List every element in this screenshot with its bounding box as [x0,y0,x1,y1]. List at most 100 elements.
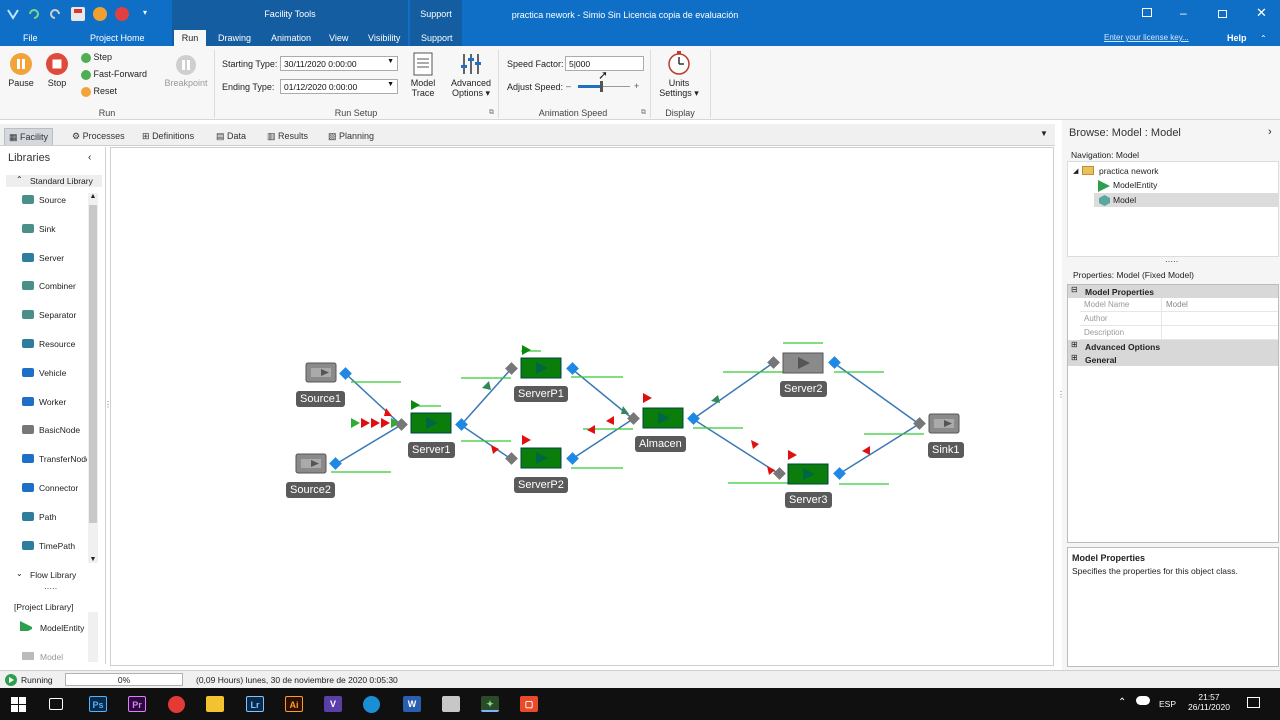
tab-project-home[interactable]: Project Home [90,33,145,43]
undo-icon[interactable] [27,7,41,21]
splitter-grip[interactable]: ····· [44,584,58,593]
library-item-transfernode[interactable]: TransferNode [8,452,87,466]
starting-type-field[interactable]: 30/11/2020 0:00:00 ▼ [280,56,398,71]
stop-button[interactable]: Stop [43,52,71,88]
illustrator-icon[interactable]: Ai [285,696,303,712]
pause-quick-icon[interactable] [93,7,107,21]
redo-icon[interactable] [48,7,62,21]
maximize-icon[interactable] [1218,10,1227,18]
library-item-worker[interactable]: Worker [8,395,86,409]
path-source2-server1[interactable] [335,424,402,465]
fast-forward-button[interactable]: Fast-Forward [81,69,147,80]
task-view-icon[interactable] [49,698,63,710]
path-server1-serverp2[interactable] [460,424,512,460]
library-item-basicnode[interactable]: BasicNode [8,423,86,437]
breakpoint-button[interactable]: Breakpoint [162,54,210,88]
panel-splitter-grip[interactable]: ⋮ [104,400,112,409]
server3-object[interactable] [787,463,829,485]
lightroom-icon[interactable]: Lr [246,696,264,712]
tab-file[interactable]: File [23,33,38,43]
server1-object[interactable] [410,412,452,434]
scroll-down-icon[interactable]: ▼ [89,556,97,563]
panel-splitter-grip[interactable]: ⋮ [1057,390,1065,399]
tab-animation[interactable]: Animation [271,33,312,43]
transfer-node[interactable] [339,367,352,380]
simio-taskbar-icon[interactable]: ✦ [481,696,499,712]
tree-item-project[interactable]: practica nework [1099,166,1159,176]
clock[interactable]: 21:57 26/11/2020 [1186,692,1232,712]
facility-canvas[interactable]: Source1 Source2 Server1 ServerP1 ServerP… [110,147,1054,666]
basic-node[interactable] [627,412,640,425]
help-link[interactable]: Help [1227,33,1247,43]
path-server2-sink1[interactable] [833,362,920,425]
basic-node[interactable] [395,418,408,431]
step-button[interactable]: Step [81,52,112,63]
serverp1-object[interactable] [520,357,562,379]
library-item-combiner[interactable]: Combiner [8,279,86,293]
transfer-node[interactable] [329,457,342,470]
close-icon[interactable]: ✕ [1256,5,1267,20]
advanced-options-button[interactable]: Advanced Options ▾ [448,52,494,98]
project-item-model[interactable]: Model [10,650,88,662]
windows-start-icon[interactable] [11,697,26,712]
stop-quick-icon[interactable] [115,7,129,21]
library-item-resource[interactable]: Resource [8,337,86,351]
tab-support[interactable]: Support [421,33,453,43]
library-item-vehicle[interactable]: Vehicle [8,366,86,380]
sink1-object[interactable] [928,413,960,434]
library-item-sink[interactable]: Sink [8,222,86,236]
view-tabs-dropdown-icon[interactable]: ▼ [1040,129,1048,138]
tray-chevron-icon[interactable]: ⌃ [1118,697,1127,708]
tab-data[interactable]: ▤ Data [212,128,250,145]
property-row[interactable]: Author [1080,312,1278,326]
speed-plus-button[interactable]: + [634,81,640,91]
app-icon[interactable] [442,696,460,712]
path-server3-sink1[interactable] [838,423,920,475]
flow-library-header[interactable]: ⌄ Flow Library [6,569,102,581]
tab-planning[interactable]: ▧ Planning [324,128,378,145]
speed-slider-thumb[interactable] [600,81,604,92]
photoshop-icon[interactable]: Ps [89,696,107,712]
ribbon-display-icon[interactable] [1142,8,1152,17]
tree-item-model-selected[interactable]: Model [1094,193,1279,207]
dialog-launcher-icon[interactable]: ⧉ [641,109,646,116]
path-serverp2-almacen[interactable] [571,418,634,460]
scroll-up-icon[interactable]: ▲ [89,193,97,200]
speed-slider[interactable] [578,81,630,92]
library-item-path[interactable]: Path [8,510,86,524]
reset-button[interactable]: Reset [81,86,117,97]
tree-expand-icon[interactable]: ◢ [1073,168,1079,175]
chevron-down-icon[interactable]: ▼ [387,58,394,65]
dialog-launcher-icon[interactable]: ⧉ [489,109,494,116]
chrome-icon[interactable] [168,696,185,713]
basic-node[interactable] [913,417,926,430]
word-icon[interactable]: W [403,696,421,712]
speed-factor-input[interactable]: 5|000 [565,56,644,71]
transfer-node[interactable] [833,467,846,480]
splitter-grip[interactable]: ····· [1165,257,1179,266]
premiere-icon[interactable]: Pr [128,696,146,712]
library-item-timepath[interactable]: TimePath [8,539,86,553]
basic-node[interactable] [505,452,518,465]
section-advanced-options[interactable]: ⊞ Advanced Options [1068,340,1278,353]
section-model-properties[interactable]: ⊟ Model Properties [1068,285,1278,298]
transfer-nodes[interactable] [329,356,846,480]
pause-button[interactable]: Pause [6,52,36,88]
tab-definitions[interactable]: ⊞ Definitions [138,128,198,145]
onedrive-icon[interactable] [1136,696,1150,705]
ending-type-field[interactable]: 01/12/2020 0:00:00 ▼ [280,79,398,94]
tab-run-active[interactable]: Run [174,30,206,46]
collapse-ribbon-icon[interactable]: ⌃ [1260,34,1267,43]
source1-object[interactable] [305,362,337,383]
customize-quick-access-icon[interactable]: ▾ [143,8,148,17]
library-item-separator[interactable]: Separator [8,308,86,322]
notifications-icon[interactable] [1247,697,1260,708]
edge-icon[interactable] [363,696,380,713]
library-item-connector[interactable]: Connector [8,481,86,495]
path-almacen-server3[interactable] [692,418,780,475]
collapse-browse-icon[interactable]: › [1268,126,1272,138]
chevron-down-icon[interactable]: ▼ [387,81,394,88]
tab-results[interactable]: ▥ Results [263,128,312,145]
serverp2-object[interactable] [520,447,562,469]
source2-object[interactable] [295,453,327,474]
